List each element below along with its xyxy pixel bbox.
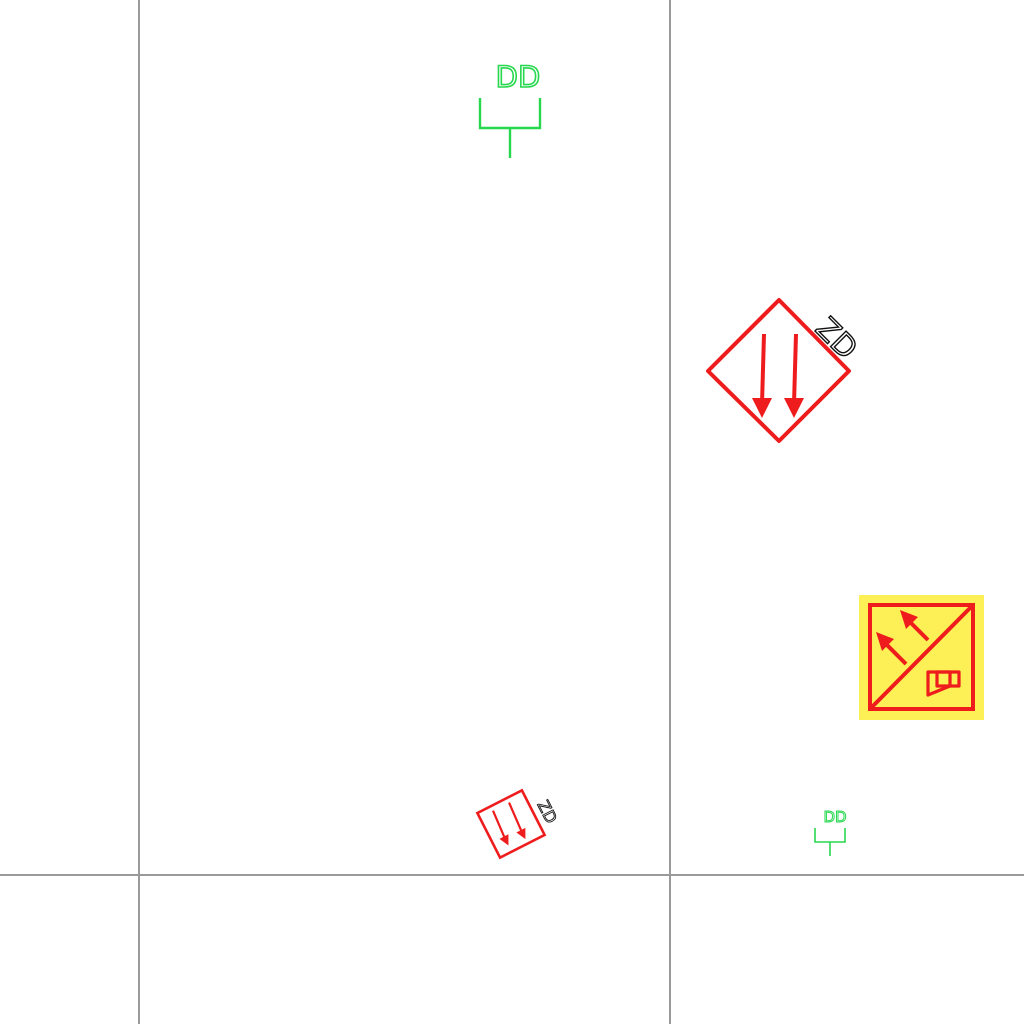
highlighted-box[interactable] [859,595,984,720]
diamond-large-label: ZD [808,311,864,367]
green-bracket-device-icon [814,828,846,856]
green-device-top-label: DD [496,60,541,94]
green-bracket-device-icon [478,98,542,158]
diamond-large[interactable]: ZD [706,298,865,443]
evacuation-speaker-icon [868,603,975,711]
green-device-bottom[interactable]: DD [814,808,847,856]
double-down-arrow-diamond-icon [706,298,851,443]
diamond-small[interactable]: ZD [475,788,561,860]
green-device-top[interactable]: DD [478,59,542,158]
double-down-arrow-diamond-icon [475,788,547,860]
green-device-bottom-label: DD [823,808,846,826]
